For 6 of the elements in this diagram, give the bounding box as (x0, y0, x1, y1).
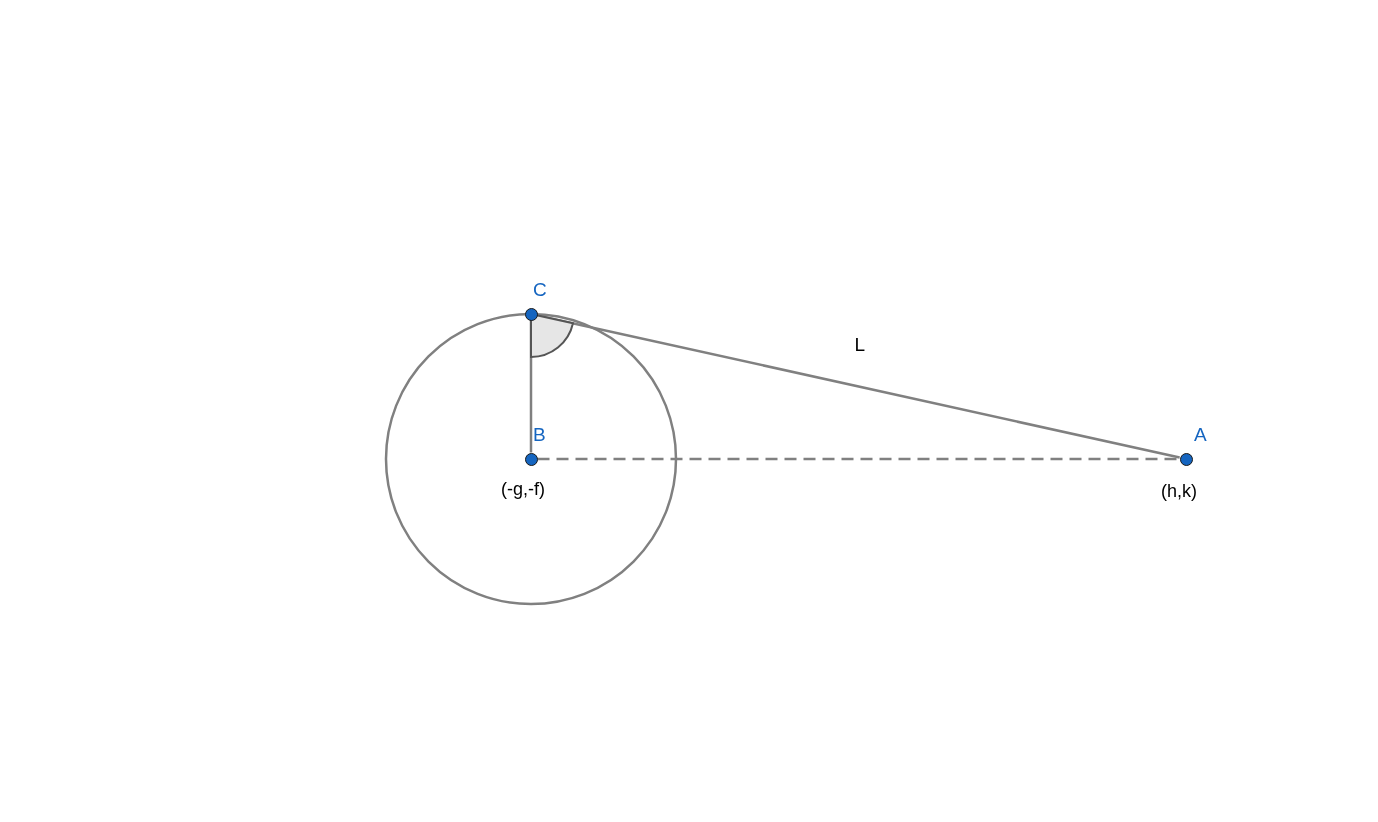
coordinate-label: (h,k) (1161, 481, 1197, 501)
coordinate-label: (-g,-f) (501, 479, 545, 499)
point-label: B (533, 425, 546, 445)
point-label: C (533, 280, 547, 300)
dashed-line (537, 457, 1180, 461)
point-label: A (1194, 425, 1207, 445)
